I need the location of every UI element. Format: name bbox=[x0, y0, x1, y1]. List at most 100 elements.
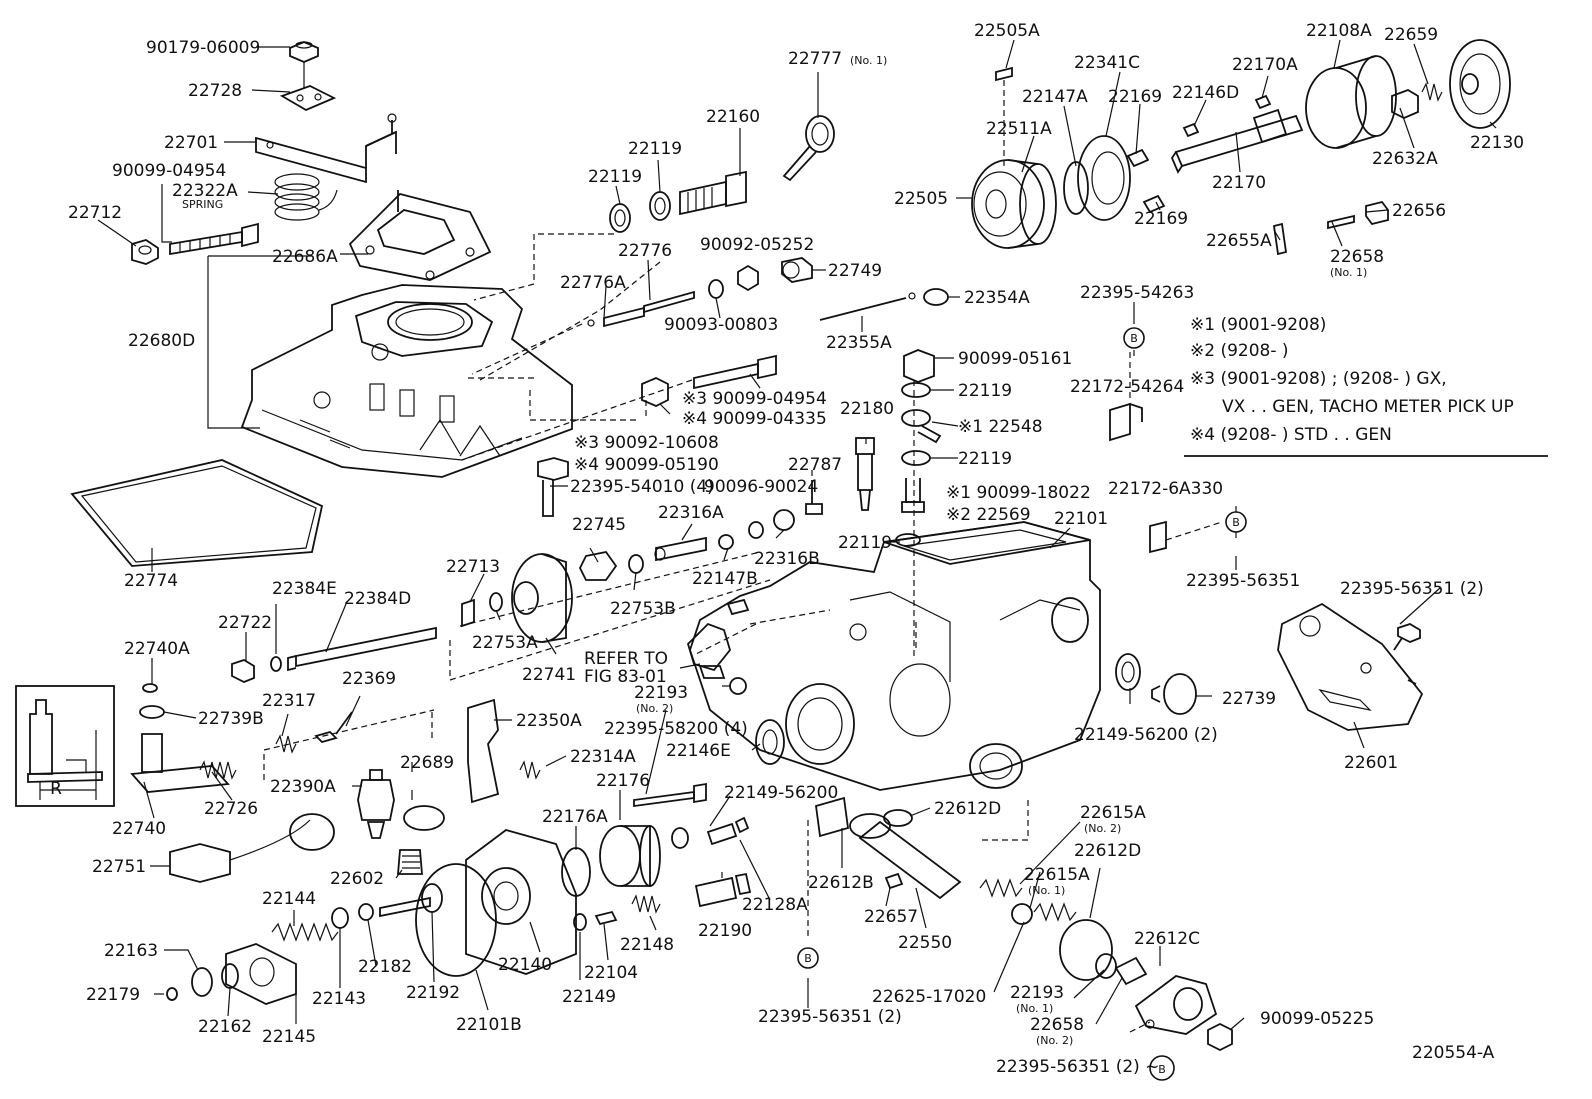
washer-22179 bbox=[166, 987, 178, 1001]
nut-90092-05252 bbox=[737, 264, 759, 292]
oring-22193b bbox=[1095, 953, 1117, 979]
pickup-22777 bbox=[782, 115, 835, 182]
plate-22728 bbox=[279, 62, 337, 112]
label-22146D: 22146D bbox=[1172, 83, 1239, 103]
key-22146D bbox=[1182, 122, 1200, 138]
label-22101: 22101 bbox=[1054, 509, 1108, 529]
label-22776A: 22776A bbox=[560, 273, 626, 293]
inset-box bbox=[15, 685, 115, 807]
label-22144: 22144 bbox=[262, 889, 316, 909]
nut-22722 bbox=[231, 659, 255, 683]
valve-22180 bbox=[855, 437, 875, 511]
label-22169a: 22169 bbox=[1108, 87, 1162, 107]
head-22140 bbox=[465, 829, 577, 975]
label-22119e: 22119 bbox=[838, 533, 892, 553]
label-22776: 22776 bbox=[618, 241, 672, 261]
plug-22739 bbox=[1151, 673, 1197, 715]
pin-22655A bbox=[1272, 222, 1288, 256]
label-22163: 22163 bbox=[104, 941, 158, 961]
pin-22316A bbox=[654, 536, 707, 562]
label-22657: 22657 bbox=[864, 907, 918, 927]
bearing-22146E bbox=[755, 719, 785, 765]
label-22658a: 22658 bbox=[1330, 247, 1384, 267]
label-22145: 22145 bbox=[262, 1027, 316, 1047]
bolt-90099-04954b bbox=[693, 354, 777, 390]
label-22119a: 22119 bbox=[628, 139, 682, 159]
label-22569: ※2 22569 bbox=[946, 505, 1031, 525]
washer-22149-56200 bbox=[1115, 653, 1141, 691]
plug-22160 bbox=[679, 170, 747, 216]
assembly-dashed-lines bbox=[263, 233, 1151, 1033]
bolt-90099-18022 bbox=[901, 478, 925, 513]
svg-text:(No. 1): (No. 1) bbox=[1016, 1002, 1053, 1015]
label-22395-54263: 22395-54263 bbox=[1080, 283, 1194, 303]
valve-22190 bbox=[694, 872, 752, 908]
svg-text:(No. 1): (No. 1) bbox=[850, 54, 887, 67]
note-3-cont: VX . . GEN, TACHO METER PICK UP bbox=[1222, 397, 1514, 417]
svg-text:B: B bbox=[804, 952, 812, 965]
label-22602: 22602 bbox=[330, 869, 384, 889]
label-22689: 22689 bbox=[400, 753, 454, 773]
label-22395-56351b: 22395-56351 (2) bbox=[1340, 579, 1484, 599]
label-22612D-b: 22612D bbox=[1074, 841, 1141, 861]
pipe-22550 bbox=[849, 813, 962, 900]
label-22615A-b: 22615A bbox=[1024, 865, 1090, 885]
label-22749: 22749 bbox=[828, 261, 882, 281]
wire-22355A bbox=[819, 292, 916, 321]
label-90099-05225: 90099-05225 bbox=[1260, 1009, 1374, 1029]
label-90179-06009: 90179-06009 bbox=[146, 38, 260, 58]
pin-22657 bbox=[884, 872, 904, 890]
label-22656: 22656 bbox=[1392, 201, 1446, 221]
filter-22602 bbox=[397, 849, 423, 875]
label-22108A: 22108A bbox=[1306, 21, 1372, 41]
pin-22316B bbox=[773, 509, 795, 531]
label-22354A: 22354A bbox=[964, 288, 1030, 308]
label-22147B: 22147B bbox=[692, 569, 758, 589]
spring-22322A bbox=[274, 173, 338, 221]
label-90093-00803: 90093-00803 bbox=[664, 315, 778, 335]
label-90099-04335: ※4 90099-04335 bbox=[682, 409, 827, 429]
label-90099-05190: ※4 90099-05190 bbox=[574, 455, 719, 475]
ring-22612D bbox=[883, 809, 913, 827]
label-22149-56200b: 22149-56200 bbox=[724, 783, 838, 803]
label-22147A: 22147A bbox=[1022, 87, 1088, 107]
spring-22615A-no2 bbox=[979, 878, 1023, 898]
label-22322A: 22322A bbox=[172, 181, 238, 201]
label-22615A-a: 22615A bbox=[1080, 803, 1146, 823]
label-22182: 22182 bbox=[358, 957, 412, 977]
washer-22149 bbox=[573, 913, 587, 931]
washer-90093-00803 bbox=[708, 279, 724, 299]
flyweight-holder-22741 bbox=[511, 553, 573, 643]
screw-22776A bbox=[587, 290, 695, 328]
connector-22751 bbox=[169, 813, 335, 883]
plate-22601 bbox=[1277, 602, 1424, 731]
label-22149-56200a: 22149-56200 (2) bbox=[1074, 725, 1218, 745]
washer-22119c bbox=[901, 382, 931, 398]
bolt-22395-56351b bbox=[1393, 623, 1421, 651]
bracket-22612B bbox=[815, 796, 849, 838]
valve-22658b bbox=[1114, 956, 1148, 986]
svg-text:(No. 2): (No. 2) bbox=[1036, 1034, 1073, 1047]
label-22612B: 22612B bbox=[808, 873, 874, 893]
svg-text:(No. 2): (No. 2) bbox=[1084, 822, 1121, 835]
note-3: ※3 (9001-9208) ; (9208- ) GX, bbox=[1190, 369, 1447, 389]
bolt-22658 bbox=[1327, 214, 1355, 230]
label-22148: 22148 bbox=[620, 935, 674, 955]
leader-lines bbox=[97, 39, 1497, 1031]
label-22384E: 22384E bbox=[272, 579, 337, 599]
lever-22350A bbox=[467, 698, 500, 804]
drawing-number: 220554-A bbox=[1412, 1043, 1495, 1063]
key-22169 bbox=[1126, 148, 1166, 214]
label-22395-56351a: 22395-56351 bbox=[1186, 571, 1300, 591]
screw-22787 bbox=[805, 480, 823, 515]
washer-22753A bbox=[489, 592, 503, 612]
label-22192: 22192 bbox=[406, 983, 460, 1003]
bracket-22172-6A330 bbox=[1149, 520, 1223, 554]
ref-circle-b-2: B bbox=[1225, 511, 1247, 533]
svg-text:B: B bbox=[1158, 1063, 1166, 1076]
svg-text:(No. 1): (No. 1) bbox=[1330, 266, 1367, 279]
label-22713: 22713 bbox=[446, 557, 500, 577]
pump-housing-22101 bbox=[689, 521, 1101, 791]
nut-90179-06009 bbox=[289, 41, 319, 63]
label-22701: 22701 bbox=[164, 133, 218, 153]
